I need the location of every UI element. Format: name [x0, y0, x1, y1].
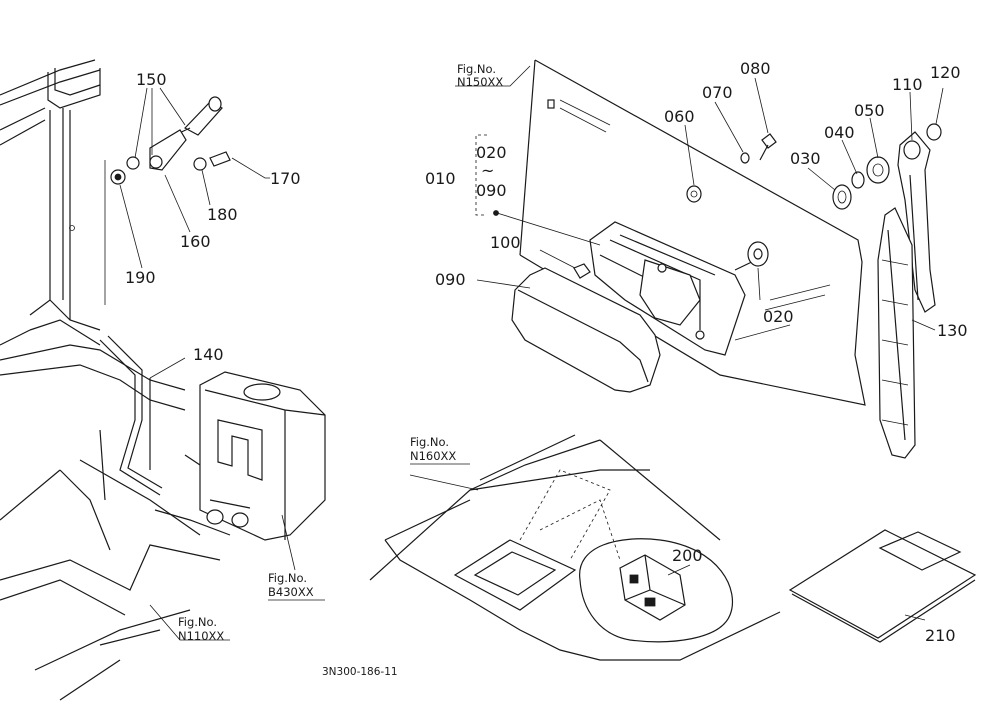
fig-ref-n160-line1: Fig.No. [410, 435, 449, 449]
part-label-040: 040 [824, 123, 855, 142]
part-label-200: 200 [672, 546, 703, 565]
figure-reference-n160: Fig.No. N160XX [410, 435, 470, 465]
drawing-code: 3N300-186-11 [322, 666, 398, 678]
figure-reference-n110: Fig.No. N110XX [178, 615, 224, 643]
part-label-160: 160 [180, 232, 211, 251]
fig-ref-n150-line1: Fig.No. [457, 62, 496, 76]
fig-ref-n110-line1: Fig.No. [178, 615, 217, 629]
range-end-090: 090 [476, 181, 507, 200]
fig-ref-n150-line2: N150XX [457, 75, 503, 89]
part-number-labels: 150 170 180 160 190 140 080 070 060 110 … [125, 59, 968, 645]
part-label-090: 090 [435, 270, 466, 289]
fig-ref-n160-line2: N160XX [410, 449, 456, 463]
part-label-190: 190 [125, 268, 156, 287]
fig-ref-b430-line1: Fig.No. [268, 571, 307, 585]
fig-ref-b430-line2: B430XX [268, 585, 314, 599]
manual-drawing [788, 529, 977, 643]
switch-panel-drawing [369, 434, 781, 661]
part-label-010: 010 [425, 169, 456, 188]
range-start-020: 020 [476, 143, 507, 162]
part-label-140: 140 [193, 345, 224, 364]
part-label-030: 030 [790, 149, 821, 168]
part-label-060: 060 [664, 107, 695, 126]
part-label-210: 210 [925, 626, 956, 645]
fig-ref-n110-line2: N110XX [178, 629, 224, 643]
part-label-120: 120 [930, 63, 961, 82]
part-label-020: 020 [763, 307, 794, 326]
part-label-150: 150 [136, 70, 167, 89]
figure-reference-b430: Fig.No. B430XX [268, 571, 325, 601]
part-label-170: 170 [270, 169, 301, 188]
part-label-050: 050 [854, 101, 885, 120]
washer-tank-drawing [184, 371, 326, 541]
range-tilde: ~ [481, 161, 494, 180]
wiper-assembly-drawing [475, 59, 942, 459]
part-label-110: 110 [892, 75, 923, 94]
part-label-080: 080 [740, 59, 771, 78]
part-label-070: 070 [702, 83, 733, 102]
part-label-180: 180 [207, 205, 238, 224]
bracket-assembly-150 [110, 96, 231, 185]
leader-lines [119, 65, 944, 641]
figure-reference-n150: Fig.No. N150XX [457, 62, 503, 89]
part-label-100: 100 [490, 233, 521, 252]
cab-frame-drawing [0, 59, 231, 701]
part-label-130: 130 [937, 321, 968, 340]
